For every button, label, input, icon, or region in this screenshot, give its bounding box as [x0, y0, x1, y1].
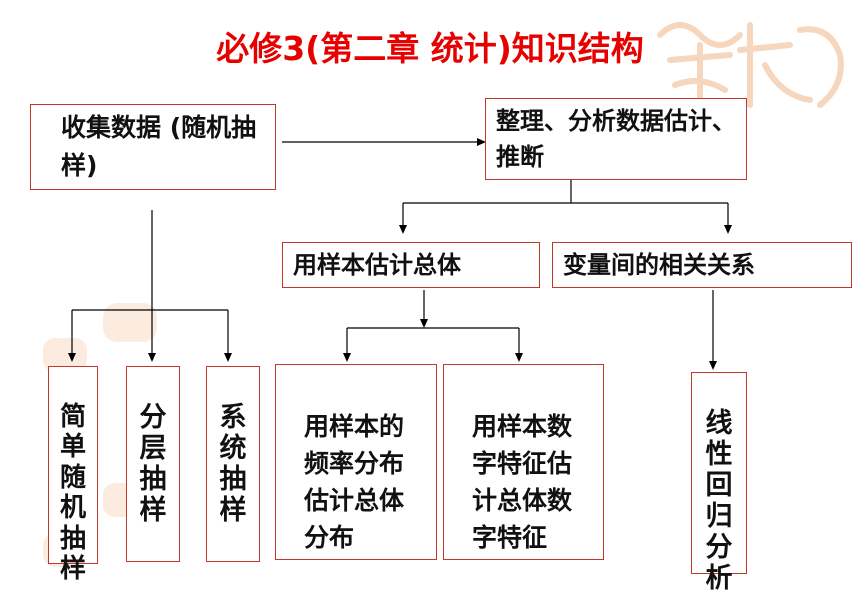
node-simple-random-sampling: 简单随机抽样: [48, 366, 98, 584]
node-correlation: 变量间的相关关系: [552, 242, 852, 288]
node-systematic-label: 系统抽样: [219, 402, 247, 526]
seal-stamp-icon: [103, 303, 157, 342]
node-stratified-label: 分层抽样: [139, 402, 167, 526]
node-simple-random-label: 简单随机抽样: [59, 401, 86, 585]
node-numeric-label: 用样本数字特征估计总体数字特征: [472, 412, 573, 552]
seal-stamp-icon: [657, 22, 844, 108]
node-collect-data: 收集数据 (随机抽样): [30, 104, 276, 190]
node-frequency-distribution: 用样本的频率分布估计总体分布: [275, 364, 437, 560]
node-systematic-sampling: 系统抽样: [206, 366, 260, 562]
page-title: 必修3(第二章 统计)知识结构: [216, 29, 644, 68]
node-analyze-data-label: 整理、分析数据估计、推断: [496, 107, 736, 171]
node-numeric-features: 用样本数字特征估计总体数字特征: [443, 364, 604, 560]
node-frequency-label: 用样本的频率分布估计总体分布: [304, 412, 405, 552]
node-stratified-sampling: 分层抽样: [126, 366, 180, 562]
node-estimate-population: 用样本估计总体: [282, 242, 540, 288]
node-linear-regression: 线性回归分析: [691, 372, 747, 594]
node-collect-data-label: 收集数据 (随机抽样): [61, 113, 257, 180]
node-correlation-label: 变量间的相关关系: [563, 251, 755, 279]
node-regression-label: 线性回归分析: [705, 408, 733, 594]
seal-stamp-icon: [43, 338, 87, 372]
node-analyze-data: 整理、分析数据估计、推断: [485, 98, 747, 180]
node-estimate-population-label: 用样本估计总体: [293, 251, 461, 279]
